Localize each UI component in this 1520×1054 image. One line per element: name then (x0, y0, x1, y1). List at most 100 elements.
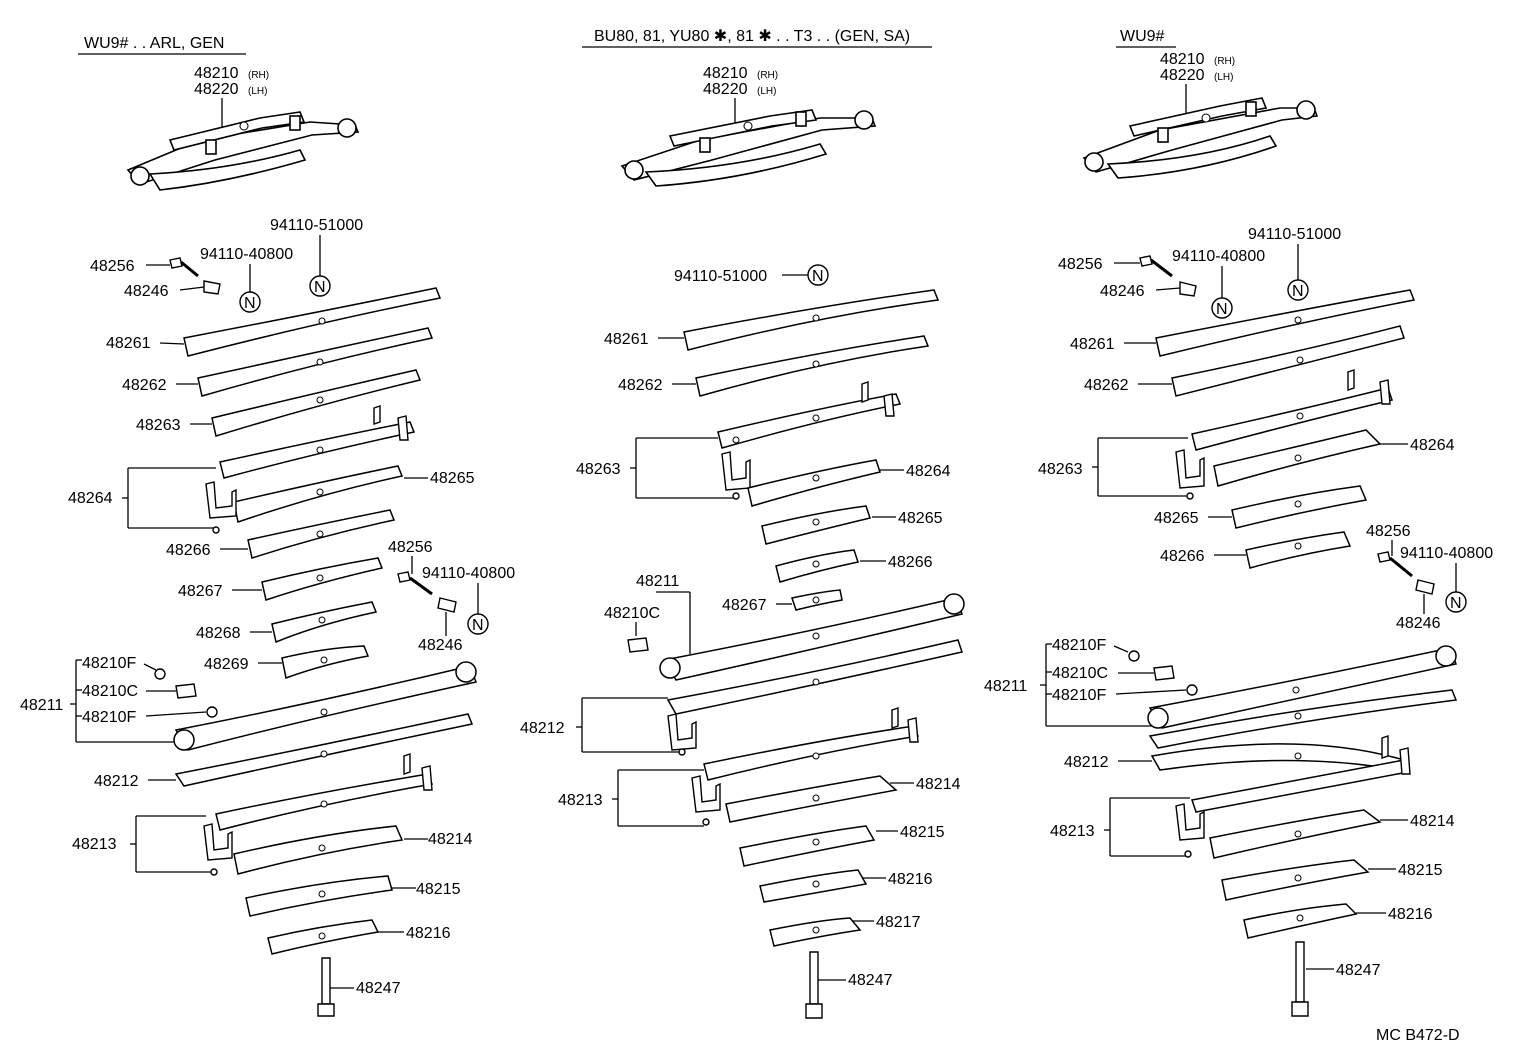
label-48214-l: 48214 (428, 831, 473, 848)
label-48220-right: 48220 (1160, 67, 1205, 84)
label-94110-40800-l1: 94110-40800 (200, 246, 293, 263)
n-mark-r1: N (1216, 301, 1228, 318)
label-48210F-r1: 48210F (1052, 637, 1106, 654)
column-left: 48256 48246 94110-40800 N 94110-51000 N … (20, 217, 515, 1017)
label-48264-c: 48264 (906, 463, 951, 480)
column-center: 94110-51000 N 48261 48262 48263 48264 48… (520, 264, 965, 1019)
label-48214-r: 48214 (1410, 813, 1455, 830)
label-48210C-l: 48210C (82, 683, 138, 700)
label-48268-l: 48268 (196, 625, 241, 642)
label-48269-l: 48269 (204, 656, 249, 673)
label-48211-r: 48211 (984, 678, 1027, 695)
label-48261-c: 48261 (604, 331, 649, 348)
label-48256-l2: 48256 (388, 539, 433, 556)
label-48246-r2: 48246 (1396, 615, 1441, 632)
n-mark-l3: N (472, 617, 484, 634)
header-left-text: WU9# . . ARL, GEN (84, 35, 224, 52)
label-rh-left: (RH) (248, 70, 269, 81)
spring-assembly-left: 48210 (RH) 48220 (LH) (126, 65, 360, 191)
label-48266-c: 48266 (888, 554, 933, 571)
label-48210-left: 48210 (194, 65, 239, 82)
label-48267-c: 48267 (722, 597, 767, 614)
label-48210C-r: 48210C (1052, 665, 1108, 682)
label-48246-l1: 48246 (124, 283, 169, 300)
label-94110-51000-l1: 94110-51000 (270, 217, 363, 234)
label-48265-l: 48265 (430, 470, 475, 487)
header-right: WU9# (1116, 28, 1176, 48)
label-48220-center: 48220 (703, 81, 748, 98)
label-48210F-l1: 48210F (82, 655, 136, 672)
label-48261-r: 48261 (1070, 336, 1115, 353)
label-94110-40800-l2: 94110-40800 (422, 565, 515, 582)
label-48247-r: 48247 (1336, 962, 1381, 979)
label-lh-left: (LH) (248, 86, 267, 97)
label-48216-l: 48216 (406, 925, 451, 942)
label-94110-51000-r: 94110-51000 (1248, 226, 1341, 243)
label-48262-r: 48262 (1084, 377, 1129, 394)
label-48210-center: 48210 (703, 65, 748, 82)
header-center: BU80, 81, YU80 ✱, 81 ✱ . . T3 . . (GEN, … (582, 28, 932, 48)
label-48247-l: 48247 (356, 980, 401, 997)
n-mark-c1: N (812, 268, 824, 285)
label-48216-r: 48216 (1388, 906, 1433, 923)
label-48210-right: 48210 (1160, 51, 1205, 68)
label-rh-right: (RH) (1214, 56, 1235, 67)
label-48217-c: 48217 (876, 914, 921, 931)
label-48261-l: 48261 (106, 335, 151, 352)
label-48212-r: 48212 (1064, 754, 1109, 771)
label-48262-c: 48262 (618, 377, 663, 394)
label-48246-l2: 48246 (418, 637, 463, 654)
label-48214-c: 48214 (916, 776, 961, 793)
label-48210F-r2: 48210F (1052, 687, 1106, 704)
label-94110-40800-r2: 94110-40800 (1400, 545, 1493, 562)
label-48256-r2: 48256 (1366, 523, 1411, 540)
n-mark-l2: N (314, 279, 326, 296)
label-48215-l: 48215 (416, 881, 461, 898)
label-48263-c: 48263 (576, 461, 621, 478)
label-48210C-c: 48210C (604, 605, 660, 622)
label-48256-l1: 48256 (90, 258, 135, 275)
label-48264-r: 48264 (1410, 437, 1455, 454)
n-mark-r2: N (1292, 283, 1304, 300)
label-48266-l: 48266 (166, 542, 211, 559)
label-48265-r: 48265 (1154, 510, 1199, 527)
label-48215-r: 48215 (1398, 862, 1443, 879)
label-48265-c: 48265 (898, 510, 943, 527)
label-48213-c: 48213 (558, 792, 603, 809)
label-48216-c: 48216 (888, 871, 933, 888)
column-right: 48256 48246 94110-40800 N 94110-51000 N … (984, 226, 1493, 1017)
label-48215-c: 48215 (900, 824, 945, 841)
label-48220-left: 48220 (194, 81, 239, 98)
label-48213-r: 48213 (1050, 823, 1095, 840)
label-lh-right: (LH) (1214, 72, 1233, 83)
label-48266-r: 48266 (1160, 548, 1205, 565)
label-48212-l: 48212 (94, 773, 139, 790)
label-48263-l: 48263 (136, 417, 181, 434)
n-mark-r3: N (1450, 595, 1462, 612)
label-48210F-l2: 48210F (82, 709, 136, 726)
spring-assembly-center: 48210 (RH) 48220 (LH) (620, 65, 877, 187)
label-48256-r1: 48256 (1058, 256, 1103, 273)
label-48267-l: 48267 (178, 583, 223, 600)
label-48264-l: 48264 (68, 490, 113, 507)
n-mark-l1: N (244, 295, 256, 312)
spring-assembly-right: 48210 (RH) 48220 (LH) (1082, 51, 1319, 179)
label-94110-40800-r1: 94110-40800 (1172, 248, 1265, 265)
label-lh-center: (LH) (757, 86, 776, 97)
label-48246-r1: 48246 (1100, 283, 1145, 300)
label-48212-c: 48212 (520, 720, 565, 737)
header-right-text: WU9# (1120, 28, 1165, 45)
diagram-code: MC B472-D (1376, 1027, 1460, 1044)
label-48263-r: 48263 (1038, 461, 1083, 478)
label-48211-l: 48211 (20, 697, 63, 714)
label-48211-c: 48211 (636, 573, 679, 590)
label-rh-center: (RH) (757, 70, 778, 81)
header-center-text: BU80, 81, YU80 ✱, 81 ✱ . . T3 . . (GEN, … (594, 28, 910, 45)
header-left: WU9# . . ARL, GEN (78, 35, 246, 55)
label-48213-l: 48213 (72, 836, 117, 853)
label-48262-l: 48262 (122, 377, 167, 394)
label-94110-51000-c: 94110-51000 (674, 268, 767, 285)
label-48247-c: 48247 (848, 972, 893, 989)
